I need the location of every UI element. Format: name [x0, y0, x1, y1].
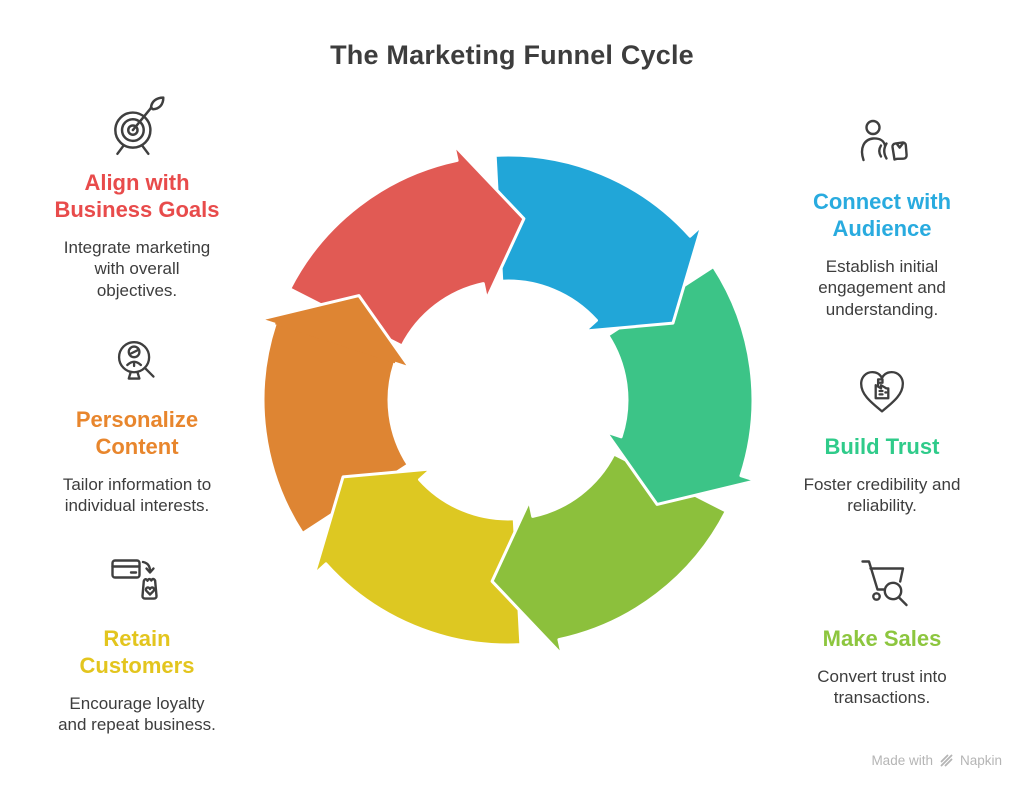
step-heading: Retain Customers — [79, 626, 195, 678]
step-description: Convert trust into transactions. — [817, 666, 947, 708]
funnel-cycle-diagram — [243, 135, 773, 665]
person-magnifier-icon — [106, 330, 168, 398]
step-description: Tailor information to individual interes… — [62, 474, 212, 516]
heart-building-icon — [851, 357, 913, 425]
step-heading: Personalize Content — [75, 407, 199, 459]
target-dart-icon — [104, 93, 170, 161]
step-make-sales: Make Sales Convert trust into transactio… — [772, 549, 992, 709]
step-heading: Align with Business Goals — [54, 170, 220, 222]
cart-search-icon — [850, 549, 914, 617]
step-build-trust: Build Trust Foster credibility and relia… — [772, 357, 992, 517]
card-to-bag-icon — [105, 549, 169, 617]
step-description: Encourage loyalty and repeat business. — [58, 693, 216, 735]
watermark-text: Made with — [871, 753, 933, 768]
cycle-arrow-orange-head — [258, 294, 412, 370]
step-align-business-goals: Align with Business Goals Integrate mark… — [27, 93, 247, 301]
watermark: Made with Napkin — [871, 753, 1002, 768]
step-heading: Make Sales — [822, 626, 942, 651]
page-title: The Marketing Funnel Cycle — [330, 40, 694, 70]
step-personalize-content: Personalize Content Tailor information t… — [27, 330, 247, 517]
person-engage-icon — [850, 112, 914, 180]
step-retain-customers: Retain Customers Encourage loyalty and r… — [27, 549, 247, 736]
step-description: Integrate marketing with overall objecti… — [63, 237, 211, 300]
step-heading: Connect with Audience — [812, 189, 952, 241]
step-description: Establish initial engagement and underst… — [818, 256, 946, 319]
step-heading: Build Trust — [824, 434, 940, 459]
napkin-logo-icon — [940, 754, 953, 767]
watermark-brand: Napkin — [959, 753, 1002, 768]
step-connect-with-audience: Connect with Audience Establish initial … — [772, 112, 992, 320]
step-description: Foster credibility and reliability. — [803, 474, 961, 516]
